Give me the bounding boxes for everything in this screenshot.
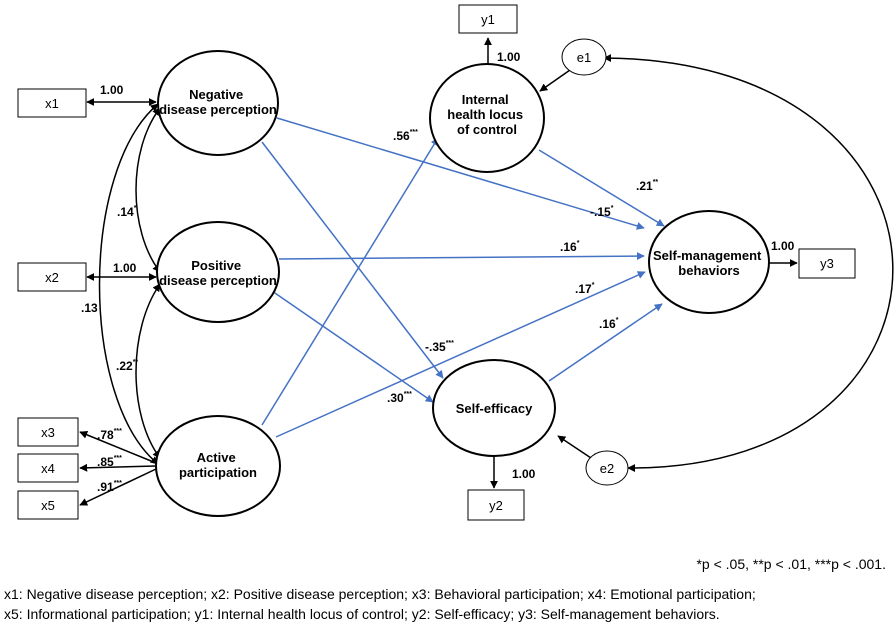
coef-pdp-se: .30*** — [387, 391, 412, 405]
path-ap-ihlc — [261, 137, 439, 426]
path-pdp-smb — [278, 252, 645, 261]
label-e2: e2 — [600, 461, 614, 476]
node-self-management-behaviors — [648, 210, 770, 314]
node-e2 — [585, 450, 629, 486]
loading-x3 — [79, 431, 157, 464]
footnote-line-2: x5: Informational participation; y1: Int… — [4, 606, 720, 622]
label-self-efficacy: Self-efficacy — [456, 401, 533, 416]
coef-x2: 1.00 — [113, 261, 137, 275]
coef-pdp-smb: .16* — [560, 240, 580, 254]
coef-cov-pdp-ap: .22** — [116, 359, 138, 373]
node-positive-disease-perception — [156, 221, 280, 323]
label-y3: y3 — [820, 256, 834, 271]
label-active-participation: Active participation — [179, 450, 257, 480]
box-x2 — [17, 262, 87, 292]
coef-x1: 1.00 — [100, 83, 124, 97]
label-x3: x3 — [41, 425, 55, 440]
coef-ndp-smb: -.15* — [590, 205, 614, 219]
node-internal-health-locus — [429, 63, 545, 173]
path-se-smb — [548, 303, 663, 382]
coef-x3: .78*** — [97, 428, 122, 442]
error-e1-arrow — [539, 69, 571, 92]
box-x1 — [17, 88, 87, 118]
label-x5: x5 — [41, 498, 55, 513]
cov-ndp-ap — [98, 103, 159, 465]
coef-ndp-se: -.35*** — [425, 340, 454, 354]
label-x2: x2 — [45, 270, 59, 285]
coef-ap-ihlc: .56*** — [393, 129, 418, 143]
coef-y3: 1.00 — [771, 239, 795, 253]
path-ndp-se — [261, 141, 444, 379]
label-self-management-behaviors: Self-management behaviors — [653, 248, 765, 278]
label-e1: e1 — [577, 50, 591, 65]
significance-note: *p < .05, **p < .01, ***p < .001. — [696, 556, 886, 572]
box-y1 — [458, 4, 518, 34]
footnote-line-1: x1: Negative disease perception; x2: Pos… — [4, 586, 756, 602]
node-active-participation — [155, 415, 281, 517]
path-pdp-se — [271, 290, 434, 403]
coef-ap-smb: .17* — [575, 282, 595, 296]
coef-y2: 1.00 — [512, 467, 536, 481]
coef-ihlc-smb: .21** — [636, 179, 658, 193]
path-ap-smb — [275, 271, 646, 438]
label-positive-disease-perception: Positive disease perception — [159, 258, 277, 288]
label-y2: y2 — [489, 498, 503, 513]
cov-ndp-pdp — [135, 107, 161, 273]
path-ihlc-smb — [538, 149, 665, 227]
path-diagram: Negative disease perception Positive dis… — [17, 4, 894, 521]
coef-x4: .85*** — [97, 455, 122, 469]
box-x5 — [17, 490, 79, 520]
box-x3 — [17, 417, 79, 447]
box-x4 — [17, 453, 79, 483]
label-negative-disease-perception: Negative disease perception — [159, 87, 277, 117]
coef-se-smb: .16* — [599, 317, 619, 331]
coef-cov-ndp-ap: .13 — [81, 301, 98, 315]
loading-x5 — [79, 468, 157, 506]
cov-e1-e2 — [603, 54, 894, 473]
coef-x5: .91*** — [97, 480, 122, 494]
coef-cov-ndp-pdp: .14* — [117, 205, 137, 219]
box-y2 — [467, 489, 525, 521]
label-y1: y1 — [481, 12, 495, 27]
error-e2-arrow — [557, 435, 595, 461]
label-internal-health-locus: Internal health locus of control — [447, 92, 526, 137]
loading-x4 — [79, 463, 157, 472]
path-ndp-smb — [276, 117, 645, 230]
node-negative-disease-perception — [157, 50, 279, 156]
node-self-efficacy — [432, 359, 556, 457]
label-x1: x1 — [45, 96, 59, 111]
box-y3 — [798, 248, 856, 279]
node-e1 — [561, 38, 607, 76]
coef-y1: 1.00 — [497, 50, 521, 64]
label-x4: x4 — [41, 461, 55, 476]
cov-pdp-ap — [135, 283, 161, 459]
